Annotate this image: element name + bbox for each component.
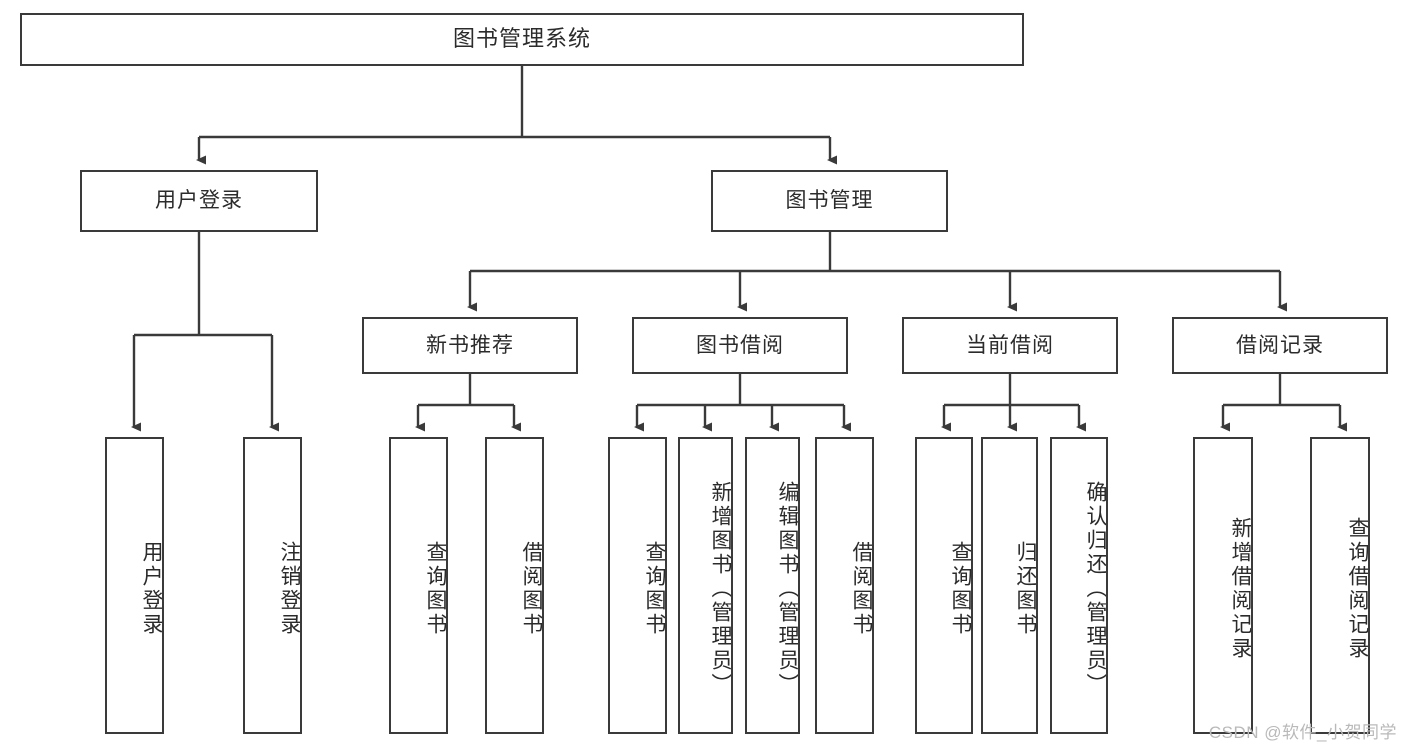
leaf-logout[interactable]: 注销登录 xyxy=(243,437,302,734)
node-borrow-record[interactable]: 借阅记录 xyxy=(1172,317,1388,374)
watermark: CSDN @软件_小贺同学 xyxy=(1208,723,1397,742)
node-label: 查询图书 xyxy=(643,540,666,637)
node-label: 归还图书 xyxy=(1014,540,1037,637)
node-label: 借阅记录 xyxy=(1236,333,1324,357)
node-label: 用户登录 xyxy=(155,189,243,213)
node-label: 注销登录 xyxy=(278,540,301,637)
node-user-login[interactable]: 用户登录 xyxy=(80,170,318,232)
leaf-borrow-book[interactable]: 借阅图书 xyxy=(815,437,874,734)
node-label: 当前借阅 xyxy=(966,333,1054,357)
node-label: 借阅图书 xyxy=(850,540,873,637)
node-book-management[interactable]: 图书管理 xyxy=(711,170,948,232)
leaf-query-book-borrow[interactable]: 查询图书 xyxy=(608,437,667,734)
node-label: 新书推荐 xyxy=(426,333,514,357)
node-book-borrow[interactable]: 图书借阅 xyxy=(632,317,848,374)
node-label: 图书管理 xyxy=(785,189,874,213)
leaf-add-book-admin[interactable]: 新增图书（管理员） xyxy=(678,437,733,734)
node-label: 确认归还（管理员） xyxy=(1084,480,1107,697)
leaf-query-borrow-record[interactable]: 查询借阅记录 xyxy=(1310,437,1370,734)
leaf-edit-book-admin[interactable]: 编辑图书（管理员） xyxy=(745,437,800,734)
leaf-query-book-current[interactable]: 查询图书 xyxy=(915,437,973,734)
node-current-borrow[interactable]: 当前借阅 xyxy=(902,317,1118,374)
node-label: 新增借阅记录 xyxy=(1229,516,1252,661)
leaf-user-login[interactable]: 用户登录 xyxy=(105,437,164,734)
node-root-book-management-system[interactable]: 图书管理系统 xyxy=(20,13,1024,66)
node-label: 编辑图书（管理员） xyxy=(776,480,799,697)
node-label: 查询图书 xyxy=(424,540,447,637)
leaf-add-borrow-record[interactable]: 新增借阅记录 xyxy=(1193,437,1253,734)
leaf-borrow-book-recommend[interactable]: 借阅图书 xyxy=(485,437,544,734)
node-label: 用户登录 xyxy=(140,540,163,637)
node-label: 查询图书 xyxy=(949,540,972,637)
node-new-book-recommend[interactable]: 新书推荐 xyxy=(362,317,578,374)
leaf-query-book-recommend[interactable]: 查询图书 xyxy=(389,437,448,734)
leaf-confirm-return-admin[interactable]: 确认归还（管理员） xyxy=(1050,437,1108,734)
node-label: 图书管理系统 xyxy=(452,26,591,52)
node-label: 查询借阅记录 xyxy=(1346,516,1369,661)
node-label: 借阅图书 xyxy=(520,540,543,637)
leaf-return-book[interactable]: 归还图书 xyxy=(981,437,1038,734)
node-label: 新增图书（管理员） xyxy=(709,480,732,697)
node-label: 图书借阅 xyxy=(696,333,784,357)
